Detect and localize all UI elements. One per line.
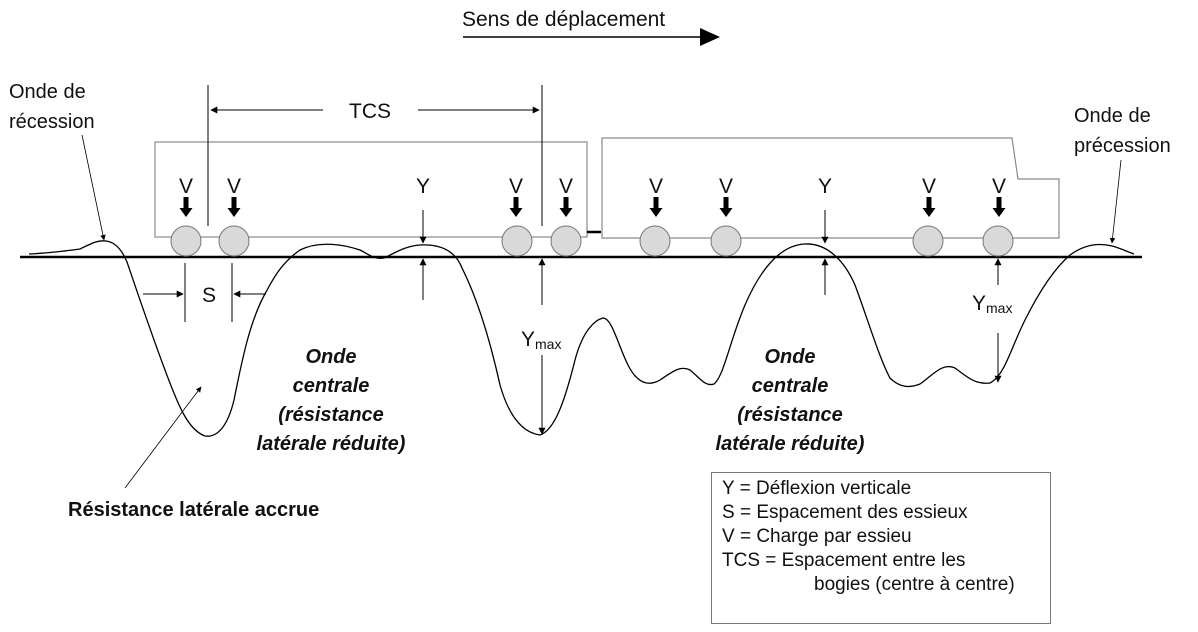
direction-arrowhead-icon bbox=[700, 28, 720, 46]
wheel bbox=[218, 225, 250, 257]
increased-resistance-label: Résistance latérale accrue bbox=[68, 499, 319, 521]
y-label: Y bbox=[818, 175, 832, 198]
precession-wave-callout: Onde de précession bbox=[1074, 105, 1171, 244]
wheel bbox=[639, 225, 671, 257]
central-wave-label-1: Onde centrale (résistance latérale rédui… bbox=[257, 346, 406, 455]
direction-label: Sens de déplacement bbox=[462, 8, 665, 31]
wheels-car-1 bbox=[170, 225, 582, 257]
recession-label-line-1: Onde de bbox=[9, 81, 86, 103]
central-wave-line: latérale réduite) bbox=[716, 433, 865, 455]
recession-label-line-2: récession bbox=[9, 111, 95, 133]
load-arrow-icon bbox=[509, 197, 523, 217]
central-wave-line: centrale bbox=[293, 375, 370, 397]
ymax-marker-1: Ymax bbox=[521, 258, 561, 435]
recession-wave-callout: Onde de récession bbox=[9, 81, 106, 241]
legend-box: Y = Déflexion verticale S = Espacement d… bbox=[711, 472, 1051, 624]
legend-item-y: Y = Déflexion verticale bbox=[722, 478, 912, 499]
central-wave-label-2: Onde centrale (résistance latérale rédui… bbox=[716, 346, 865, 455]
v-label: V bbox=[992, 175, 1006, 198]
wheel bbox=[710, 225, 742, 257]
load-arrow-icon bbox=[922, 197, 936, 217]
central-wave-line: centrale bbox=[752, 375, 829, 397]
y-label: Y bbox=[416, 175, 430, 198]
precession-label-line-1: Onde de bbox=[1074, 105, 1151, 127]
v-label: V bbox=[227, 175, 241, 198]
wheel bbox=[912, 225, 944, 257]
central-wave-line: (résistance bbox=[278, 404, 384, 426]
load-arrow-icon bbox=[179, 197, 193, 217]
ymax-marker-2: Ymax bbox=[972, 258, 1012, 383]
axle-load-7: V bbox=[922, 175, 936, 217]
s-dimension: S bbox=[143, 263, 266, 322]
increased-resistance-pointer-arrow bbox=[124, 386, 202, 489]
load-arrow-icon bbox=[992, 197, 1006, 217]
car-2-body bbox=[601, 137, 1060, 239]
increased-resistance-callout: Résistance latérale accrue bbox=[68, 386, 319, 521]
axle-load-3: V bbox=[509, 175, 523, 217]
ymax-label: Ymax bbox=[972, 292, 1012, 316]
central-wave-line: (résistance bbox=[737, 404, 843, 426]
axle-loads: V V V V V V V V bbox=[179, 175, 1006, 217]
car-1-body bbox=[154, 141, 588, 238]
v-label: V bbox=[719, 175, 733, 198]
v-label: V bbox=[649, 175, 663, 198]
y-marker-2: Y bbox=[818, 175, 832, 295]
axle-load-5: V bbox=[649, 175, 663, 217]
recession-pointer-arrow bbox=[81, 134, 106, 241]
central-wave-line: latérale réduite) bbox=[257, 433, 406, 455]
s-label: S bbox=[202, 284, 216, 307]
axle-load-6: V bbox=[719, 175, 733, 217]
axle-load-1: V bbox=[179, 175, 193, 217]
tcs-label: TCS bbox=[349, 100, 391, 123]
axle-load-4: V bbox=[559, 175, 573, 217]
wheel bbox=[170, 225, 202, 257]
v-label: V bbox=[179, 175, 193, 198]
central-wave-line: Onde bbox=[764, 346, 815, 368]
legend-item-v: V = Charge par essieu bbox=[722, 526, 912, 547]
precession-pointer-arrow bbox=[1109, 159, 1122, 244]
central-wave-line: Onde bbox=[305, 346, 356, 368]
wheels-car-2 bbox=[639, 225, 1014, 257]
ymax-label: Ymax bbox=[521, 328, 561, 352]
wheel bbox=[501, 225, 533, 257]
v-label: V bbox=[559, 175, 573, 198]
load-arrow-icon bbox=[227, 197, 241, 217]
load-arrow-icon bbox=[649, 197, 663, 217]
precession-label-line-2: précession bbox=[1074, 135, 1171, 157]
y-marker-1: Y bbox=[416, 175, 430, 300]
axle-load-8: V bbox=[992, 175, 1006, 217]
load-arrow-icon bbox=[719, 197, 733, 217]
axle-load-2: V bbox=[227, 175, 241, 217]
legend-item-tcs: TCS = Espacement entre les bbox=[722, 550, 966, 571]
v-label: V bbox=[509, 175, 523, 198]
v-label: V bbox=[922, 175, 936, 198]
load-arrow-icon bbox=[559, 197, 573, 217]
wheel bbox=[550, 225, 582, 257]
deflection-wave-curve bbox=[28, 240, 1135, 437]
legend-item-tcs-continued: bogies (centre à centre) bbox=[814, 574, 1015, 595]
wheel bbox=[982, 225, 1014, 257]
legend-item-s: S = Espacement des essieux bbox=[722, 502, 968, 523]
